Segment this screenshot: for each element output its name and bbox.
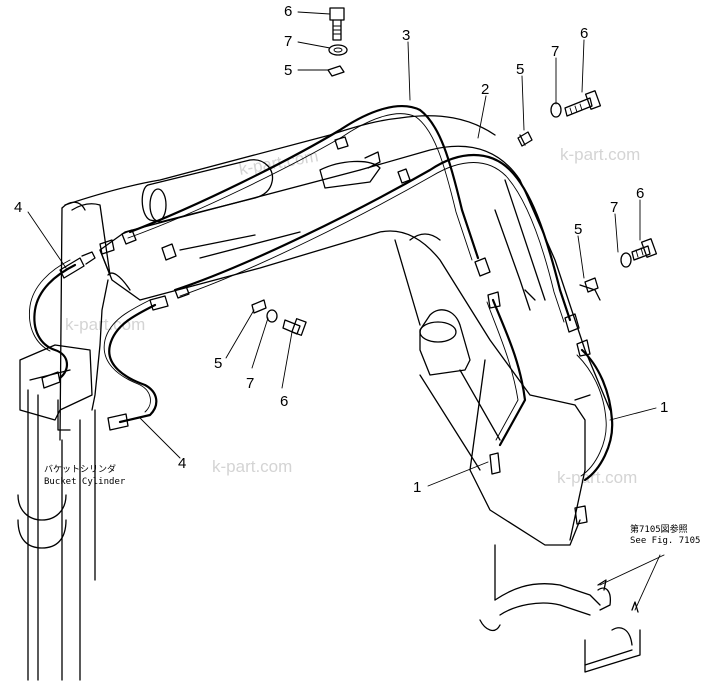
see-fig-label-jp: 第7105図参照 [630, 523, 688, 535]
arm-structure [17, 115, 641, 681]
callout-7: 7 [551, 43, 559, 60]
leader-lines [27, 11, 665, 613]
callout-2: 2 [481, 81, 489, 98]
fittings [41, 65, 599, 525]
callout-6: 6 [280, 393, 288, 410]
callout-6: 6 [636, 185, 644, 202]
watermark: k-part.com [212, 457, 292, 476]
callout-5: 5 [284, 62, 292, 79]
bucket-cylinder-label-jp: バケットシリンダ [44, 463, 116, 475]
see-fig-label-en: See Fig. 7105 [630, 536, 700, 546]
callout-1: 1 [413, 479, 421, 496]
watermark: k-part.com [557, 468, 637, 487]
watermark: k-part.com [560, 145, 640, 164]
callout-5: 5 [516, 61, 524, 78]
callouts: 6 7 5 3 2 5 7 6 5 7 6 4 4 5 7 6 1 1 [14, 3, 668, 496]
watermark: k-part.com [65, 315, 145, 334]
callout-6: 6 [580, 25, 588, 42]
callout-7: 7 [610, 199, 618, 216]
captions: バケットシリンダ Bucket Cylinder 第7105図参照 See Fi… [44, 463, 700, 546]
callout-3: 3 [402, 27, 410, 44]
callout-1: 1 [660, 399, 668, 416]
callout-5: 5 [214, 355, 222, 372]
callout-4: 4 [14, 199, 22, 216]
callout-7: 7 [284, 33, 292, 50]
callout-4: 4 [178, 455, 186, 472]
callout-6: 6 [284, 3, 292, 20]
bucket-cylinder-label-en: Bucket Cylinder [44, 477, 126, 487]
callout-7: 7 [246, 375, 254, 392]
hoses [28, 105, 614, 482]
watermark: k-part.com [237, 146, 319, 179]
callout-5: 5 [574, 221, 582, 238]
